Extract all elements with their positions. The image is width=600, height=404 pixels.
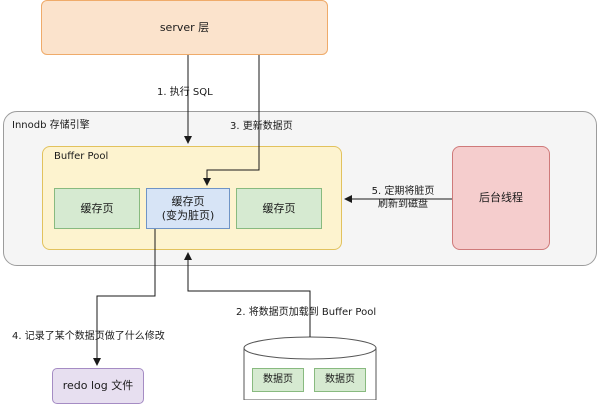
cache-page-3: 缓存页	[236, 188, 322, 229]
background-thread-label: 后台线程	[479, 191, 523, 204]
step-4-label: 4. 记录了某个数据页做了什么修改	[12, 331, 165, 342]
step-3-label: 3. 更新数据页	[230, 121, 293, 132]
data-page-2: 数据页	[314, 368, 366, 392]
background-thread-box: 后台线程	[452, 146, 550, 250]
arrow-load-page	[184, 252, 311, 337]
redo-log-box: redo log 文件	[52, 368, 144, 404]
server-layer-box: server 层	[41, 0, 328, 55]
data-page-1-label: 数据页	[263, 374, 293, 385]
data-page-2-label: 数据页	[325, 374, 355, 385]
arrow-record-redo	[93, 229, 156, 366]
step-2-label: 2. 将数据页加载到 Buffer Pool	[236, 307, 377, 318]
cache-page-1-label: 缓存页	[80, 201, 114, 215]
cache-page-dirty: 缓存页 (变为脏页)	[146, 188, 230, 229]
cache-page-3-label: 缓存页	[262, 201, 296, 215]
redo-log-label: redo log 文件	[62, 379, 134, 392]
innodb-engine-label: Innodb 存储引擎	[12, 120, 90, 131]
step-1-label: 1. 执行 SQL	[157, 87, 213, 98]
dirty-page-note: (变为脏页)	[161, 208, 215, 222]
arrow-update-page	[203, 55, 260, 186]
server-layer-label: server 层	[159, 20, 210, 34]
data-page-1: 数据页	[252, 368, 304, 392]
step-5-line-2: 刷新到磁盘	[378, 199, 428, 210]
buffer-pool-label: Buffer Pool	[54, 151, 109, 162]
step-5-label: 5. 定期将脏页 刷新到磁盘	[361, 185, 445, 211]
cache-page-1: 缓存页	[54, 188, 140, 229]
step-5-line-1: 5. 定期将脏页	[371, 186, 435, 197]
cache-page-2-label: 缓存页	[171, 194, 205, 208]
